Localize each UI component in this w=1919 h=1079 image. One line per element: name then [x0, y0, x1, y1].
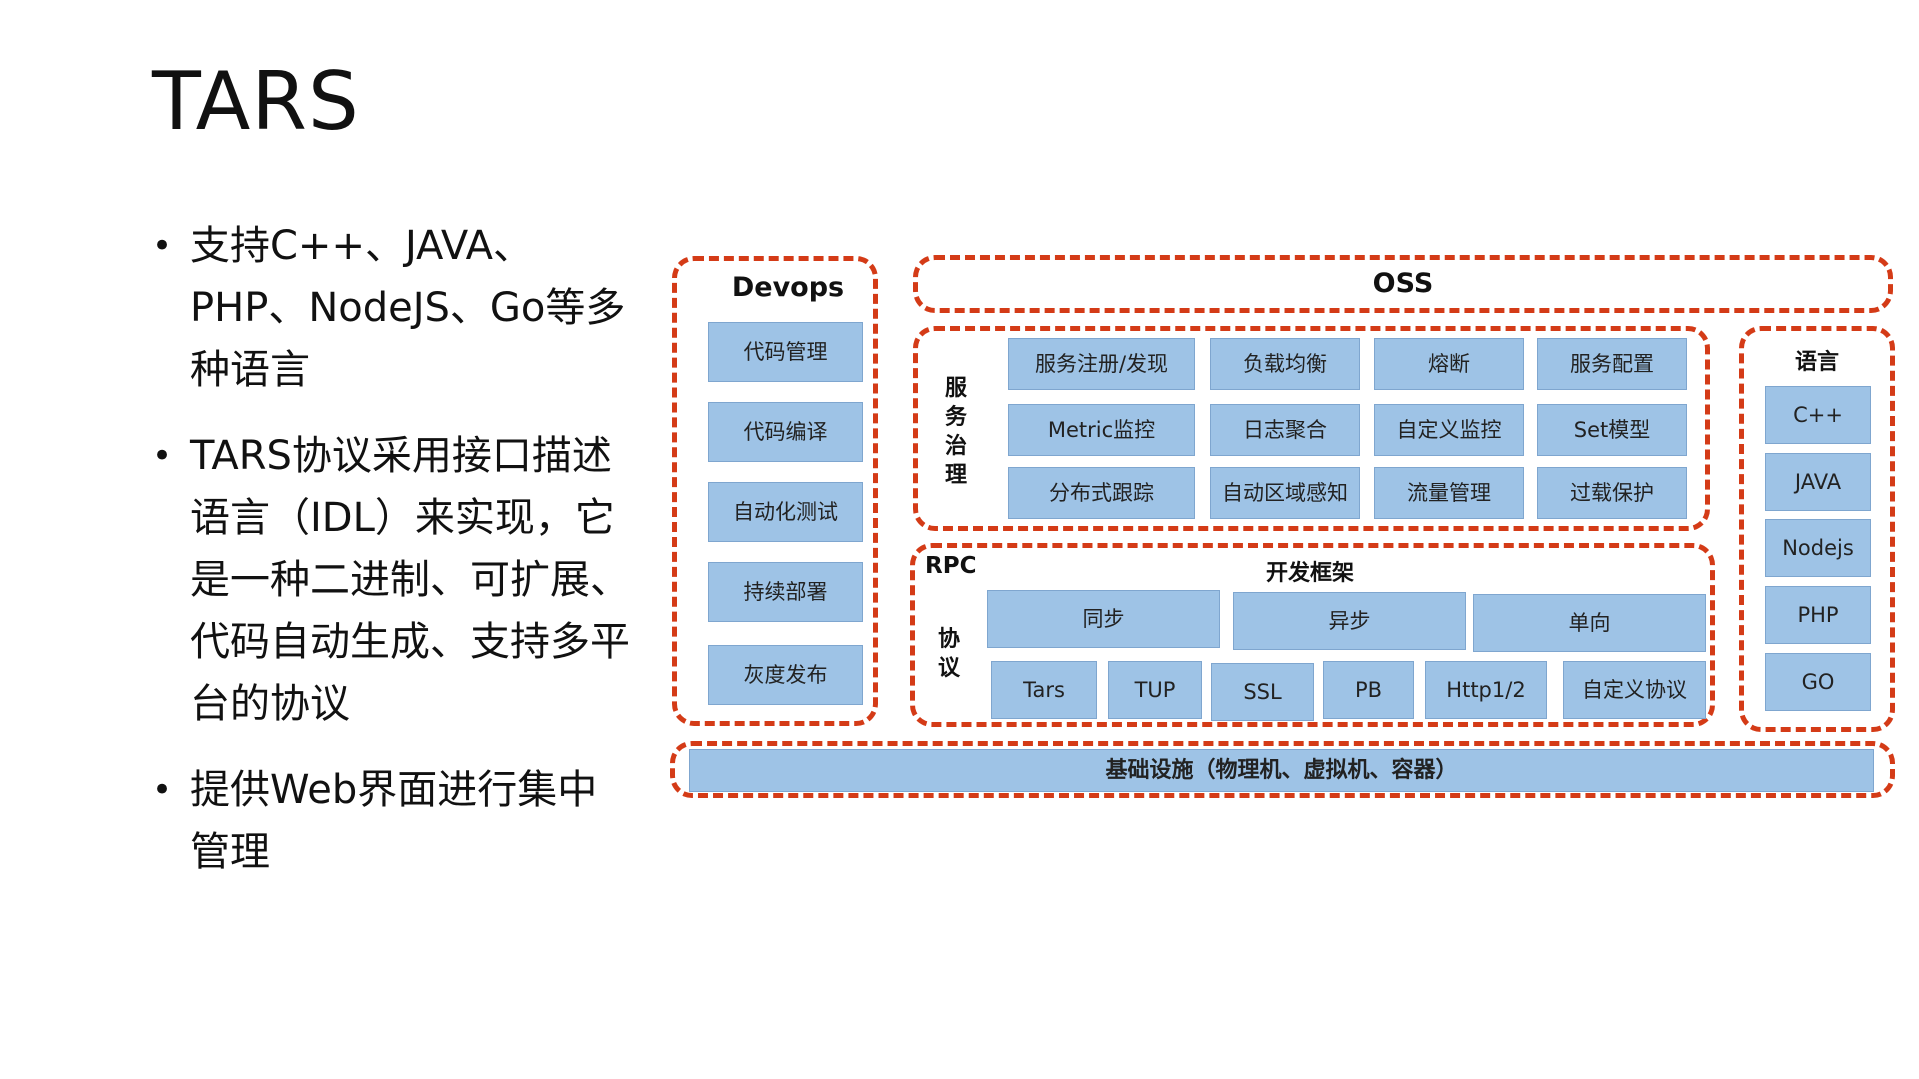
protocol-item: Http1/2: [1425, 661, 1547, 719]
governance-item: 过载保护: [1537, 467, 1687, 519]
bullet-dot-icon: •: [152, 770, 173, 810]
language-item: PHP: [1765, 586, 1871, 644]
governance-label: 服务治理: [944, 376, 967, 488]
languages-group: [1739, 326, 1895, 732]
bullet-list: • 支持C++、JAVA、PHP、NodeJS、Go等多种语言 • TARS协议采用…: [150, 215, 630, 907]
slide-title: TARS: [152, 55, 360, 148]
devops-item: 自动化测试: [708, 482, 863, 542]
language-item: GO: [1765, 653, 1871, 711]
framework-item: 单向: [1473, 594, 1706, 652]
governance-item: 服务注册/发现: [1008, 338, 1195, 390]
governance-item: 分布式跟踪: [1008, 467, 1195, 519]
oss-group: [913, 255, 1893, 313]
governance-item: 负载均衡: [1210, 338, 1360, 390]
bullet-item: • 支持C++、JAVA、PHP、NodeJS、Go等多种语言: [150, 215, 630, 401]
bullet-dot-icon: •: [152, 436, 173, 476]
governance-group: [913, 326, 1710, 531]
oss-title: OSS: [1372, 268, 1434, 299]
rpc-group: [910, 543, 1715, 727]
governance-item: Metric监控: [1008, 404, 1195, 456]
protocol-item: SSL: [1211, 663, 1314, 721]
bullet-item: • 提供Web界面进行集中管理: [150, 759, 630, 883]
infrastructure-bar: 基础设施（物理机、虚拟机、容器）: [689, 749, 1874, 792]
bullet-text: 提供Web界面进行集中管理: [190, 767, 598, 875]
devops-item: 持续部署: [708, 562, 863, 622]
framework-item: 同步: [987, 590, 1220, 648]
protocol-item: Tars: [991, 661, 1097, 719]
bullet-text: TARS协议采用接口描述语言（IDL）来实现，它是一种二进制、可扩展、代码自动生…: [190, 433, 630, 727]
governance-item: 熔断: [1374, 338, 1524, 390]
governance-item: 服务配置: [1537, 338, 1687, 390]
devops-group: [672, 256, 878, 726]
devops-title: Devops: [731, 272, 845, 303]
framework-item: 异步: [1233, 592, 1466, 650]
bullet-dot-icon: •: [152, 226, 173, 266]
language-item: JAVA: [1765, 453, 1871, 511]
governance-item: 自定义监控: [1374, 404, 1524, 456]
protocol-item: 自定义协议: [1563, 661, 1706, 719]
governance-item: 流量管理: [1374, 467, 1524, 519]
devops-item: 代码编译: [708, 402, 863, 462]
rpc-title: RPC: [925, 553, 977, 579]
language-item: Nodejs: [1765, 519, 1871, 577]
infrastructure-group: [670, 741, 1895, 798]
governance-item: 自动区域感知: [1210, 467, 1360, 519]
protocol-item: PB: [1323, 661, 1414, 719]
devops-item: 灰度发布: [708, 645, 863, 705]
protocol-label: 协议: [937, 627, 960, 681]
protocol-item: TUP: [1108, 661, 1202, 719]
language-item: C++: [1765, 386, 1871, 444]
devops-item: 代码管理: [708, 322, 863, 382]
framework-title: 开发框架: [1265, 561, 1354, 586]
languages-title: 语言: [1794, 350, 1839, 375]
bullet-item: • TARS协议采用接口描述语言（IDL）来实现，它是一种二进制、可扩展、代码自动…: [150, 425, 630, 735]
governance-item: Set模型: [1537, 404, 1687, 456]
governance-item: 日志聚合: [1210, 404, 1360, 456]
bullet-text: 支持C++、JAVA、PHP、NodeJS、Go等多种语言: [190, 223, 626, 393]
